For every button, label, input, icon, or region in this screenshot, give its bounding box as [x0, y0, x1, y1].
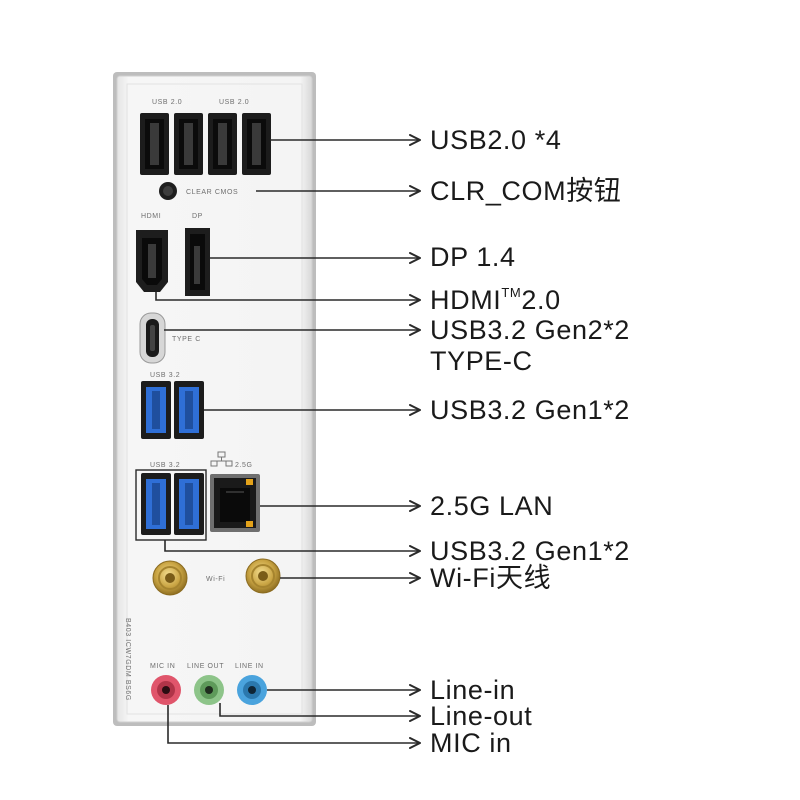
callout-lan: 2.5G LAN: [430, 491, 553, 521]
line-out-plate-label: LINE OUT: [187, 663, 224, 670]
callout-type-c-line1: USB3.2 Gen2*2: [430, 315, 630, 345]
lan-plate-label: 2.5G: [235, 462, 253, 469]
callout-hdmi-prefix: HDMI: [430, 285, 501, 315]
callout-usb32-lower: USB3.2 Gen1*2: [430, 536, 630, 566]
usb32-upper-port-2: [174, 381, 204, 439]
leader-mic-in: [167, 705, 421, 749]
clear-cmos-label: CLEAR CMOS: [186, 189, 238, 196]
wifi-antenna-connector-left: [152, 560, 188, 596]
usb32-lower-port-2: [174, 473, 204, 535]
callout-hdmi: HDMITM2.0: [430, 285, 561, 315]
callout-labels: USB2.0 *4 CLR_COM按钮 DP 1.4 HDMITM2.0 USB…: [430, 125, 630, 758]
callout-line-out: Line-out: [430, 701, 532, 731]
leader-lines: [135, 134, 421, 749]
hdmi-plate-label: HDMI: [141, 213, 161, 220]
usb32-upper-group: USB 3.2: [141, 372, 204, 439]
callout-mic-in: MIC in: [430, 728, 512, 758]
mic-in-jack: [151, 675, 181, 705]
wifi-antenna-connector-right: [245, 558, 281, 594]
clear-cmos-button: CLEAR CMOS: [159, 182, 238, 200]
line-out-jack: [194, 675, 224, 705]
plate-vertical-code: B403 ICW7GDM BS6G: [124, 618, 131, 701]
usb20-label-b: USB 2.0: [219, 99, 249, 106]
lan-plate-label-group: 2.5G: [210, 451, 253, 469]
usb32-lower-port-1: [141, 473, 171, 535]
callout-usb32-upper: USB3.2 Gen1*2: [430, 395, 630, 425]
callout-hdmi-suffix: 2.0: [521, 285, 560, 315]
callout-dp: DP 1.4: [430, 242, 516, 272]
callout-clr-cmos: CLR_COM按钮: [430, 176, 621, 206]
type-c-plate-label: TYPE C: [172, 336, 201, 343]
dp-plate-label: DP: [192, 213, 203, 220]
usb20-label-a: USB 2.0: [152, 99, 182, 106]
usb32-lower-bracket: [135, 469, 207, 541]
line-in-plate-label: LINE IN: [235, 663, 264, 670]
displayport-port: [185, 228, 210, 296]
callout-type-c-line2: TYPE-C: [430, 346, 533, 376]
callout-hdmi-tm: TM: [501, 285, 521, 300]
audio-jack-group: MIC IN LINE OUT LINE IN: [150, 663, 267, 705]
callout-wifi: Wi-Fi天线: [430, 563, 551, 593]
callout-usb20: USB2.0 *4: [430, 125, 561, 155]
wifi-antenna-group: Wi-Fi: [152, 558, 281, 596]
usb32-upper-port-1: [141, 381, 171, 439]
hdmi-port: [136, 230, 168, 292]
leader-hdmi: [155, 292, 421, 306]
leader-usb32-lower: [164, 540, 421, 557]
usb32-lower-plate-label: USB 3.2: [150, 462, 180, 469]
ethernet-port: [210, 474, 260, 532]
usb32-upper-plate-label: USB 3.2: [150, 372, 180, 379]
usb20-port-1: [140, 113, 169, 175]
wifi-plate-label: Wi-Fi: [206, 576, 225, 583]
video-output-group: HDMI DP: [136, 213, 210, 296]
usb20-port-2: [174, 113, 203, 175]
usb32-lower-group: USB 3.2: [141, 462, 204, 535]
mic-in-plate-label: MIC IN: [150, 663, 175, 670]
usb20-port-group: USB 2.0 USB 2.0: [140, 99, 271, 175]
line-in-jack: [237, 675, 267, 705]
usb20-port-3: [208, 113, 237, 175]
leader-line-out: [219, 703, 421, 722]
callout-line-in: Line-in: [430, 675, 515, 705]
usb20-port-4: [242, 113, 271, 175]
usb-type-c-port: TYPE C: [139, 312, 201, 364]
network-icon: [210, 451, 233, 467]
